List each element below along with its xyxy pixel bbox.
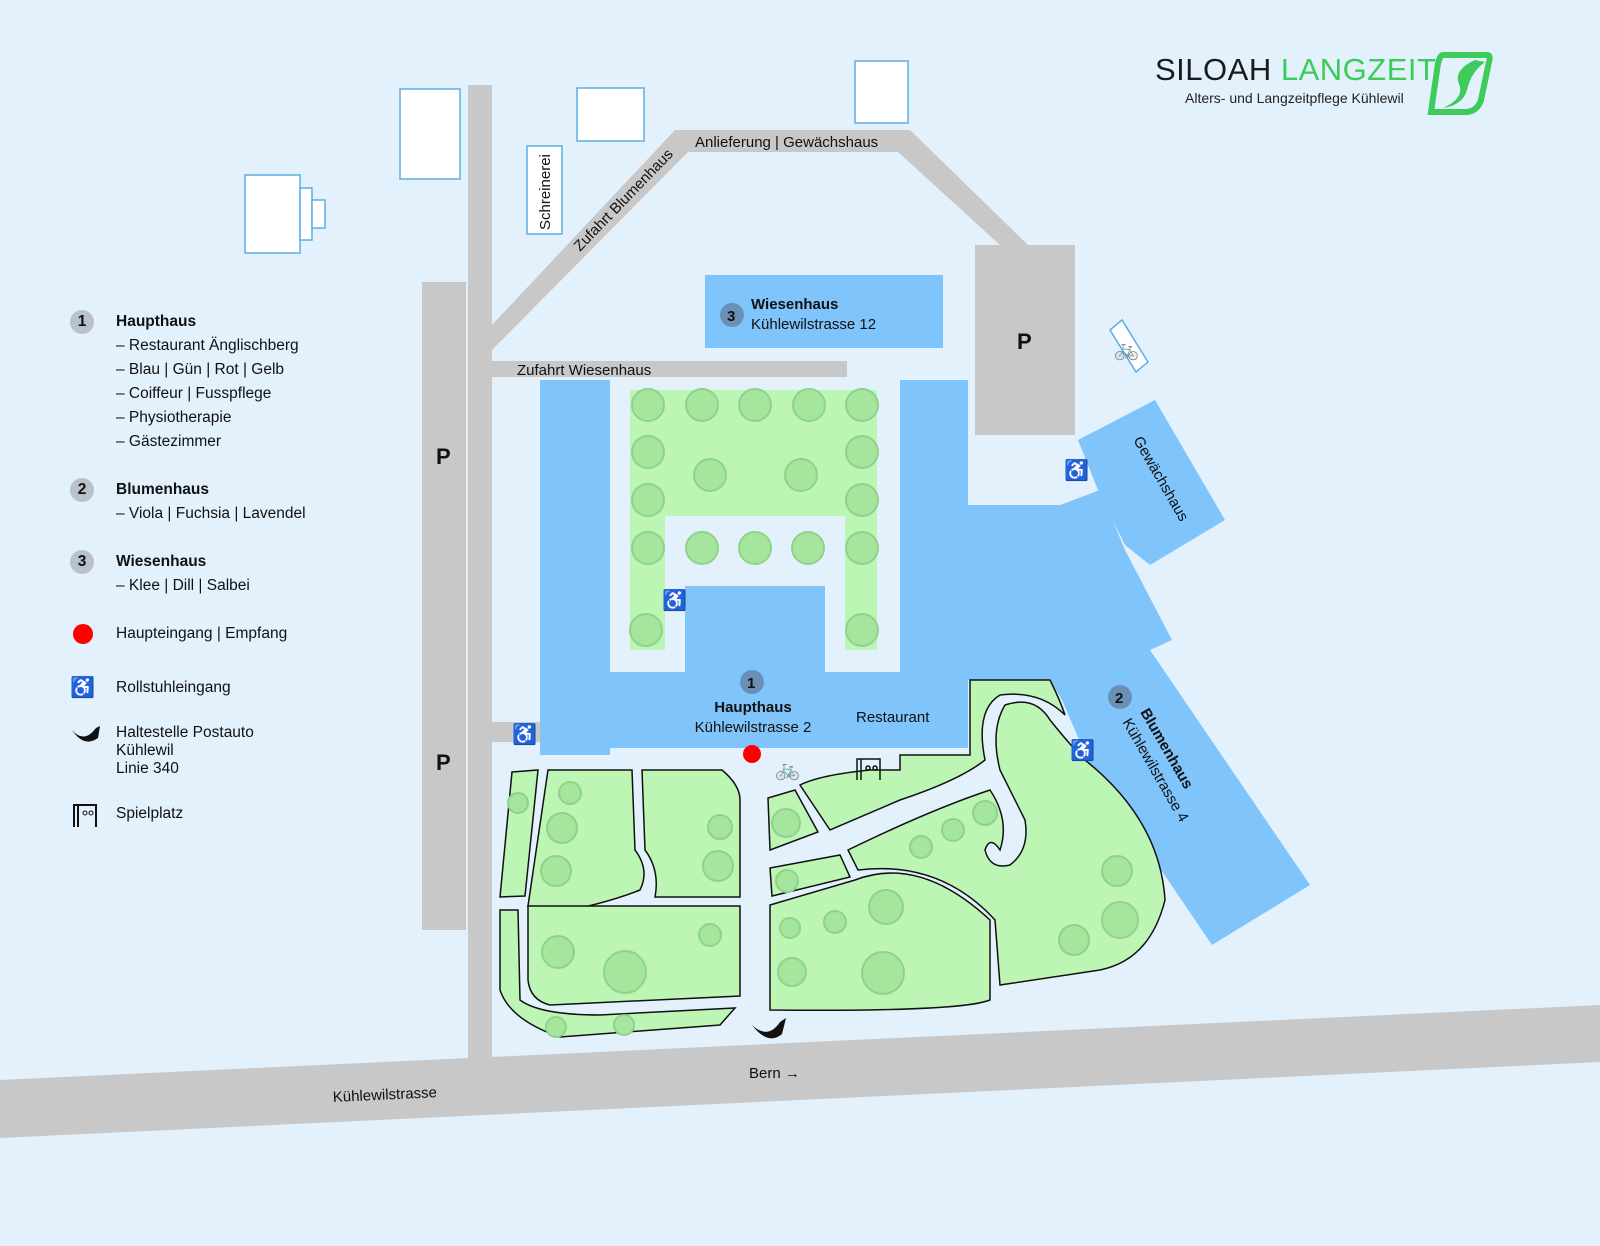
- legend-label: Kühlewil: [116, 742, 174, 759]
- legend: 1 Haupthaus – Restaurant Änglischberg – …: [70, 310, 306, 860]
- road-zufahrt-wiesenhaus: [492, 361, 847, 377]
- legend-title: Wiesenhaus: [116, 553, 207, 570]
- legend-item: – Klee | Dill | Salbei: [116, 577, 250, 594]
- label-haupthaus: Haupthaus: [714, 699, 792, 716]
- marker-2: [1108, 685, 1132, 709]
- roads: [0, 85, 1600, 1138]
- legend-label: Haupteingang | Empfang: [116, 625, 288, 642]
- label-schreinerei: Schreinerei: [537, 154, 554, 230]
- posthorn-icon: [72, 726, 100, 742]
- playground-icon: [73, 804, 97, 827]
- logo-brand-dark: SILOAH: [1155, 52, 1272, 87]
- logo: SILOAH LANGZEIT Alters- und Langzeitpfle…: [1155, 52, 1436, 106]
- bicycle-icon: 🚲: [775, 759, 800, 781]
- legend-haupthaus: 1 Haupthaus – Restaurant Änglischberg – …: [70, 310, 306, 454]
- label-zufahrt-wiesenhaus: Zufahrt Wiesenhaus: [517, 362, 651, 379]
- marker-3-num: 3: [727, 308, 735, 325]
- label-haupthaus-address: Kühlewilstrasse 2: [695, 719, 812, 736]
- legend-label: Rollstuhleingang: [116, 679, 231, 696]
- legend-label: Haltestelle Postauto: [116, 724, 254, 741]
- playground-icon: [856, 758, 881, 780]
- posthorn-icon: [752, 1018, 786, 1039]
- legend-title: Blumenhaus: [116, 481, 210, 498]
- outbuildings: [244, 60, 1149, 374]
- legend-item: – Coiffeur | Fusspflege: [116, 385, 272, 402]
- legend-label: Linie 340: [116, 760, 179, 777]
- road-anlieferung: [492, 130, 1028, 350]
- parking-east: [975, 245, 1075, 435]
- marker-2-icon: 2: [70, 478, 94, 502]
- label-zufahrt-blumenhaus: Zufahrt Blumenhaus: [571, 146, 677, 255]
- trees: [507, 388, 1139, 1038]
- main-entrance-marker[interactable]: [743, 745, 761, 763]
- marker-1: [740, 670, 764, 694]
- logo-leaf-icon: [1427, 52, 1493, 115]
- parking-west: [422, 282, 466, 930]
- building-wiesenhaus[interactable]: [705, 275, 943, 348]
- logo-brand-green: LANGZEIT: [1280, 52, 1437, 87]
- courtyard-garden: [630, 390, 877, 650]
- legend-item: – Blau | Gün | Rot | Gelb: [116, 361, 285, 378]
- building-gewaechshaus[interactable]: [1078, 400, 1225, 565]
- road-stub: [492, 722, 540, 742]
- parking-label: P: [1017, 329, 1032, 354]
- marker-1-icon: 1: [70, 310, 94, 334]
- wheelchair-icon: ♿: [70, 677, 95, 699]
- label-bern: Bern →: [749, 1065, 800, 1082]
- marker-1-num: 1: [747, 675, 755, 692]
- road-kuehlewilstrasse: [0, 1005, 1600, 1138]
- bike-stand: [1109, 318, 1149, 374]
- wheelchair-icon: ♿: [512, 722, 537, 746]
- schreinerei: [526, 145, 563, 235]
- wheelchair-icon: ♿: [1064, 458, 1089, 482]
- map-symbols: ♿ ♿ ♿ ♿ 🚲 🚲: [512, 339, 1139, 781]
- marker-3: [720, 303, 744, 327]
- legend-playground: Spielplatz: [70, 802, 306, 836]
- legend-item: – Gästezimmer: [116, 433, 222, 450]
- legend-title: Haupthaus: [116, 313, 197, 330]
- legend-item: – Viola | Fuchsia | Lavendel: [116, 505, 306, 522]
- legend-item: – Physiotherapie: [116, 409, 232, 426]
- marker-3-icon: 3: [70, 550, 94, 574]
- label-kuehlewilstrasse: Kühlewilstrasse: [332, 1084, 437, 1106]
- legend-label: Spielplatz: [116, 805, 184, 822]
- marker-2-num: 2: [1115, 690, 1123, 707]
- label-wiesenhaus-address: Kühlewilstrasse 12: [751, 316, 876, 333]
- logo-tagline: Alters- und Langzeitpflege Kühlewil: [1185, 90, 1404, 106]
- wheelchair-icon: ♿: [1070, 738, 1095, 762]
- label-wiesenhaus: Wiesenhaus: [751, 296, 838, 313]
- parking-label: P: [436, 750, 451, 775]
- legend-entrance: Haupteingang | Empfang: [70, 622, 306, 652]
- legend-wheelchair: ♿ Rollstuhleingang: [70, 676, 306, 700]
- wheelchair-icon: ♿: [662, 588, 687, 612]
- bicycle-icon: 🚲: [1114, 339, 1139, 361]
- label-restaurant: Restaurant: [856, 709, 930, 726]
- red-dot-icon: [73, 624, 93, 644]
- legend-item: – Restaurant Änglischberg: [116, 337, 299, 354]
- road-west: [468, 85, 492, 1060]
- legend-wiesenhaus: 3 Wiesenhaus – Klee | Dill | Salbei: [70, 550, 306, 598]
- legend-blumenhaus: 2 Blumenhaus – Viola | Fuchsia | Lavende…: [70, 478, 306, 526]
- parking-label: P: [436, 444, 451, 469]
- label-anlieferung: Anlieferung | Gewächshaus: [695, 134, 878, 151]
